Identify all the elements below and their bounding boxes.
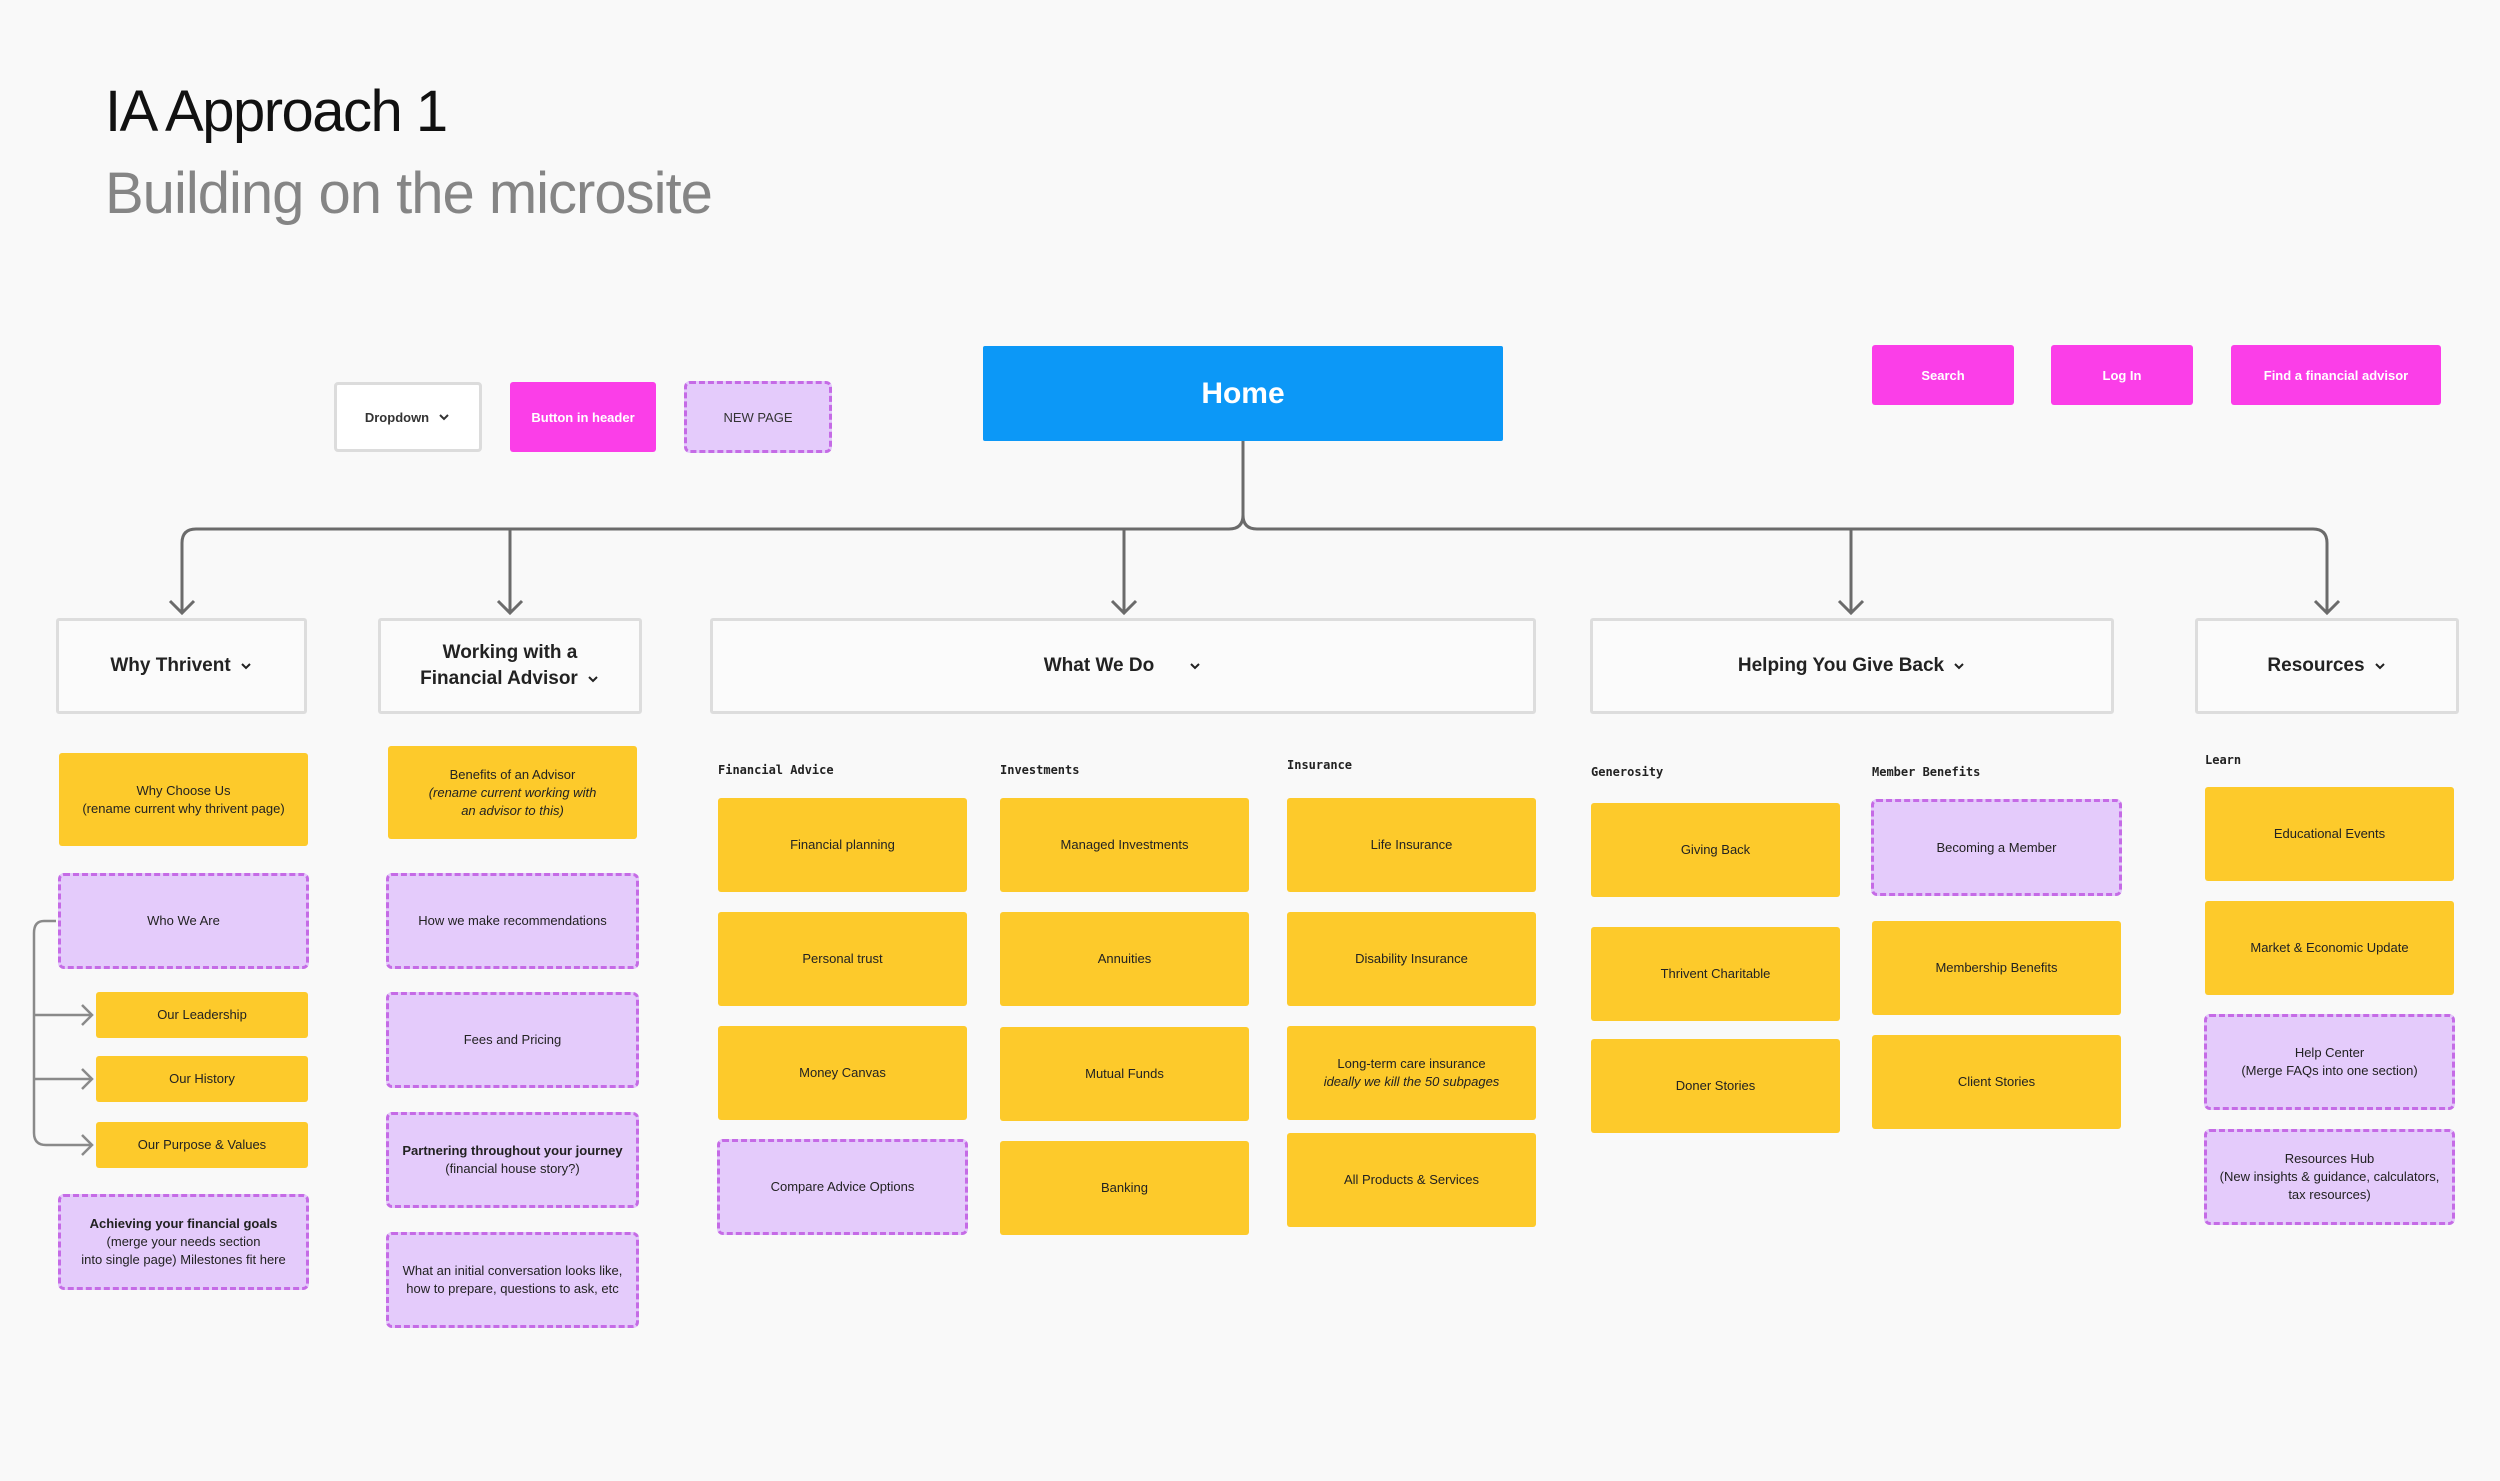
page-our-purpose-values[interactable]: Our Purpose & Values: [96, 1122, 308, 1168]
page-compare-advice[interactable]: Compare Advice Options: [717, 1139, 968, 1235]
connector-why-thrivent: [180, 514, 1245, 611]
page-educational-events[interactable]: Educational Events: [2205, 787, 2454, 881]
page-membership-benefits[interactable]: Membership Benefits: [1872, 921, 2121, 1015]
page-financial-planning[interactable]: Financial planning: [718, 798, 967, 892]
legend-button-in-header: Button in header: [510, 382, 656, 452]
page-partnering-journey[interactable]: Partnering throughout your journey (fina…: [386, 1112, 639, 1208]
arrowhead: [1837, 599, 1865, 616]
page-why-choose-us[interactable]: Why Choose Us (rename current why thrive…: [59, 753, 308, 846]
nav-why-thrivent[interactable]: Why Thrivent: [56, 618, 307, 714]
heading-learn: Learn: [2205, 753, 2242, 767]
arrowhead: [2313, 599, 2341, 616]
home-node[interactable]: Home: [983, 346, 1503, 441]
page-annuities[interactable]: Annuities: [1000, 912, 1249, 1006]
arrowhead: [1110, 599, 1138, 616]
find-advisor-button[interactable]: Find a financial advisor: [2231, 345, 2441, 405]
heading-financial-advice: Financial Advice: [718, 763, 834, 777]
heading-generosity: Generosity: [1591, 765, 1664, 779]
arrowhead: [496, 599, 524, 616]
page-doner-stories[interactable]: Doner Stories: [1591, 1039, 1840, 1133]
page-banking[interactable]: Banking: [1000, 1141, 1249, 1235]
page-help-center[interactable]: Help Center (Merge FAQs into one section…: [2204, 1014, 2455, 1110]
connector-who-we-are: [32, 919, 92, 1147]
nav-what-we-do[interactable]: What We Do: [710, 618, 1536, 714]
page-benefits-advisor[interactable]: Benefits of an Advisor (rename current w…: [388, 746, 637, 839]
chevron-down-icon: [439, 414, 449, 421]
page-money-canvas[interactable]: Money Canvas: [718, 1026, 967, 1120]
chevron-down-icon: [588, 676, 598, 683]
arrowhead: [81, 1068, 94, 1090]
heading-investments: Investments: [1000, 763, 1080, 777]
page-disability-insurance[interactable]: Disability Insurance: [1287, 912, 1536, 1006]
chevron-down-icon: [2374, 663, 2385, 670]
chevron-down-icon: [1954, 663, 1964, 670]
page-our-leadership[interactable]: Our Leadership: [96, 992, 308, 1038]
arrowhead: [168, 599, 196, 616]
page-all-products[interactable]: All Products & Services: [1287, 1133, 1536, 1227]
page-long-term-care[interactable]: Long-term care insurance ideally we kill…: [1287, 1026, 1536, 1120]
heading-insurance: Insurance: [1287, 758, 1353, 772]
page-our-history[interactable]: Our History: [96, 1056, 308, 1102]
page-managed-investments[interactable]: Managed Investments: [1000, 798, 1249, 892]
page-achieving-goals[interactable]: Achieving your financial goals (merge yo…: [58, 1194, 309, 1290]
page-subtitle: Building on the microsite: [105, 161, 713, 226]
page-how-we-recommend[interactable]: How we make recommendations: [386, 873, 639, 969]
legend-new-page: NEW PAGE: [684, 381, 832, 453]
page-thrivent-charitable[interactable]: Thrivent Charitable: [1591, 927, 1840, 1021]
page-becoming-member[interactable]: Becoming a Member: [1871, 799, 2122, 896]
page-who-we-are[interactable]: Who We Are: [58, 873, 309, 969]
arrowhead: [81, 1134, 94, 1156]
connector-resources: [1241, 441, 2329, 611]
nav-working-advisor[interactable]: Working with a Financial Advisor: [378, 618, 642, 714]
page-title: IA Approach 1: [105, 79, 448, 144]
page-mutual-funds[interactable]: Mutual Funds: [1000, 1027, 1249, 1121]
nav-helping-give-back[interactable]: Helping You Give Back: [1590, 618, 2114, 714]
nav-resources[interactable]: Resources: [2195, 618, 2459, 714]
heading-member-benefits: Member Benefits: [1872, 765, 1981, 779]
page-market-update[interactable]: Market & Economic Update: [2205, 901, 2454, 995]
search-button[interactable]: Search: [1872, 345, 2014, 405]
page-personal-trust[interactable]: Personal trust: [718, 912, 967, 1006]
page-initial-conversation[interactable]: What an initial conversation looks like,…: [386, 1232, 639, 1328]
legend-dropdown: Dropdown: [334, 382, 482, 452]
chevron-down-icon: [1190, 663, 1200, 670]
chevron-down-icon: [240, 663, 251, 670]
page-life-insurance[interactable]: Life Insurance: [1287, 798, 1536, 892]
page-resources-hub[interactable]: Resources Hub (New insights & guidance, …: [2204, 1129, 2455, 1225]
arrowhead: [81, 1004, 94, 1026]
page-client-stories[interactable]: Client Stories: [1872, 1035, 2121, 1129]
page-giving-back[interactable]: Giving Back: [1591, 803, 1840, 897]
login-button[interactable]: Log In: [2051, 345, 2193, 405]
page-fees-pricing[interactable]: Fees and Pricing: [386, 992, 639, 1088]
